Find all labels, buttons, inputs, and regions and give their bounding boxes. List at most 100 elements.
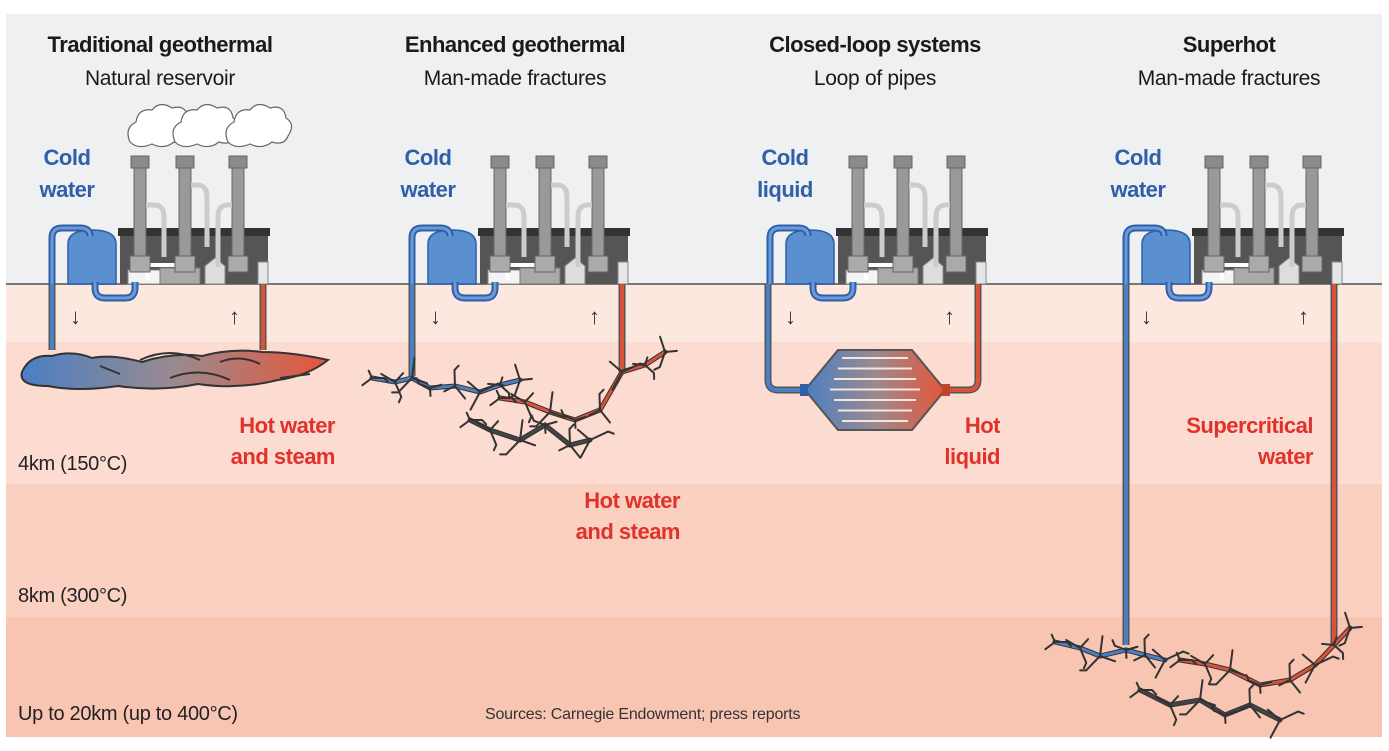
plant-pipe	[191, 182, 210, 247]
depth-label-4km: 4km (150°C)	[18, 453, 128, 475]
fracture-branch	[653, 335, 678, 371]
fracture-branch	[530, 414, 558, 434]
fracture-branch	[1179, 679, 1217, 716]
chimney-cap	[175, 155, 195, 169]
cold-label-line-1: Cold	[761, 145, 809, 170]
down-arrow-icon: ↓	[70, 304, 81, 329]
fracture-branch	[1245, 674, 1273, 694]
natural-reservoir	[20, 284, 331, 390]
plant-roof	[1192, 228, 1344, 236]
hot-label-enhanced: Hot water and steam	[550, 485, 681, 547]
chimney-stack	[231, 164, 245, 271]
chimney-stack	[493, 164, 507, 271]
chimney-cap	[848, 155, 868, 169]
cold-inlet-pipe-core	[1124, 226, 1166, 284]
cold-water-tank	[67, 229, 117, 285]
hot-label-line-2: water	[1258, 444, 1313, 469]
power-plant-2	[766, 155, 988, 302]
plant-roof	[478, 228, 630, 236]
fracture-branch	[1169, 651, 1198, 669]
fracture-branch	[558, 423, 582, 459]
cold-label-closed-loop: Cold liquid	[740, 142, 830, 206]
chimney-stack	[949, 164, 963, 271]
superhot-fractures	[1044, 284, 1363, 739]
fracture-branch	[415, 377, 443, 397]
hot-label-line-1: Hot water	[584, 488, 680, 513]
cold-label-line-1: Cold	[1114, 145, 1162, 170]
chimney-stack	[1252, 164, 1266, 271]
up-arrow-icon: ↑	[1298, 304, 1309, 329]
column-subtitle-superhot: Man-made fractures	[1137, 67, 1321, 90]
plant-pipe	[864, 202, 885, 257]
chimney-base	[227, 255, 249, 273]
plant-pipe	[506, 202, 527, 257]
fracture-branch	[380, 372, 405, 404]
plant-pipe	[1220, 202, 1241, 257]
fracture-branch	[499, 419, 537, 456]
steam-cloud-icon	[225, 103, 293, 148]
fracture-branch	[632, 356, 656, 381]
cold-label-line-2: water	[400, 177, 456, 202]
cold-inlet-pipe-core	[768, 226, 810, 284]
hot-wellhead	[257, 261, 269, 285]
hot-wellhead	[617, 261, 629, 285]
down-arrow-icon: ↓	[785, 304, 796, 329]
chimney-cap	[1249, 155, 1269, 169]
chimney-base	[1248, 255, 1270, 273]
ground-band-8km	[6, 484, 1382, 617]
chimney-cap	[1204, 155, 1224, 169]
chimney-base	[1203, 255, 1225, 273]
cold-u-pipe-core	[811, 282, 855, 300]
hot-loop-pipe	[945, 284, 980, 392]
fracture-branch	[1278, 658, 1302, 694]
cold-label-line-1: Cold	[404, 145, 452, 170]
fracture-branch	[560, 409, 588, 429]
fracture-branch	[1065, 638, 1090, 670]
ground-band-20km	[6, 617, 1382, 737]
chimney-stack	[591, 164, 605, 271]
fracture-branch	[1321, 636, 1345, 661]
fracture-branch	[1301, 653, 1340, 684]
fracture-branch	[1266, 708, 1305, 739]
hot-label-line-2: liquid	[944, 444, 1000, 469]
cold-inlet-pipe-core	[410, 226, 452, 284]
chimney-cap	[1302, 155, 1322, 169]
cold-loop-pipe	[766, 284, 805, 392]
depth-label-8km: 8km (300°C)	[18, 585, 128, 607]
down-arrow-icon: ↓	[430, 304, 441, 329]
cold-water-tank	[785, 229, 835, 285]
hot-label-line-1: Hot	[964, 413, 1001, 438]
chimney-stack	[851, 164, 865, 271]
column-subtitle-traditional: Natural reservoir	[84, 67, 236, 90]
depth-label-20km: Up to 20km (up to 400°C)	[18, 703, 238, 725]
hot-label-traditional: Hot water and steam	[205, 410, 336, 472]
chimney-base	[1301, 255, 1323, 273]
fracture-branch	[1190, 654, 1215, 686]
fracture-branch	[576, 428, 615, 459]
fracture-flow	[1053, 640, 1167, 662]
cold-label-line-1: Cold	[43, 145, 91, 170]
plant-pipe	[551, 182, 570, 247]
fracture-branch	[1044, 633, 1073, 651]
hot-label-superhot: Supercritical water	[1150, 410, 1313, 472]
cold-label-superhot: Cold water	[1093, 142, 1183, 206]
chimney-base	[489, 255, 511, 273]
hot-label-line-1: Supercritical	[1186, 413, 1313, 438]
cold-u-pipe-core	[1167, 282, 1211, 300]
power-plant-1	[408, 155, 630, 302]
column-title-superhot: Superhot	[1182, 32, 1276, 57]
chimney-stack	[1207, 164, 1221, 271]
up-arrow-icon: ↑	[944, 304, 955, 329]
chimney-stack	[896, 164, 910, 271]
cold-inlet-pipe-core	[50, 226, 92, 284]
chimney-cap	[893, 155, 913, 169]
reservoir-rock-lines	[99, 352, 311, 381]
cold-u-pipe-core	[93, 282, 137, 300]
fracture-branch	[489, 389, 518, 407]
fracture-branch	[459, 411, 488, 429]
fracture-branch	[1133, 633, 1157, 669]
column-title-traditional: Traditional geothermal	[47, 32, 273, 57]
exchanger-hot-connector	[942, 384, 950, 396]
